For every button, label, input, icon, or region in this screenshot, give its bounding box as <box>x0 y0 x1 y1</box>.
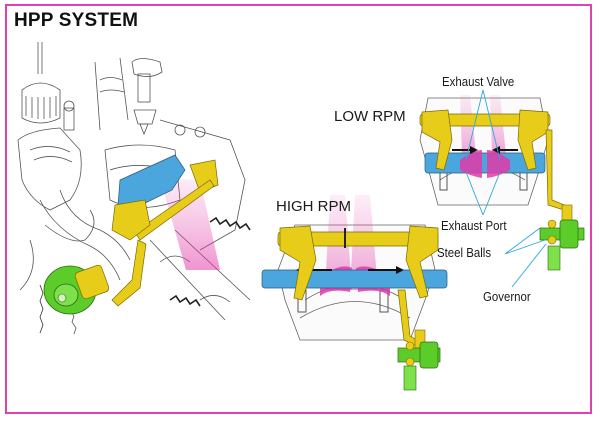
pointer-governor <box>511 243 547 288</box>
pointer-exhaust-port <box>465 171 501 216</box>
governor-left <box>43 264 110 315</box>
high-rpm-view <box>261 195 448 391</box>
page-border <box>5 4 592 414</box>
exhaust-port-label: Exhaust Port <box>441 218 507 233</box>
pointer-exhaust-valve <box>465 89 501 161</box>
low-rpm-label: LOW RPM <box>334 108 406 125</box>
pointer-steel-balls <box>504 227 546 255</box>
linkage-left <box>111 159 219 307</box>
callout-pointers <box>465 89 547 288</box>
governor-high <box>397 341 441 391</box>
exhaust-valve-low <box>424 152 546 174</box>
governor-low <box>539 219 585 271</box>
diagram-title: HPP SYSTEM <box>14 10 139 31</box>
exhaust-flow-left <box>160 178 220 270</box>
governor-label: Governor <box>483 289 531 304</box>
exhaust-valve-label: Exhaust Valve <box>442 74 515 89</box>
low-rpm-view <box>419 95 585 271</box>
high-rpm-label: HIGH RPM <box>276 198 351 215</box>
steel-balls-label: Steel Balls <box>437 245 492 260</box>
